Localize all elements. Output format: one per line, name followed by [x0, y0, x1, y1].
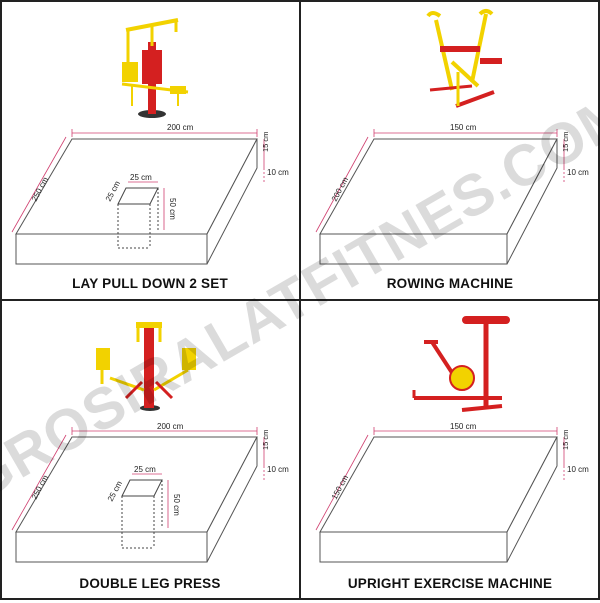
panel-title: ROWING MACHINE — [386, 276, 514, 291]
dimension-lines — [11, 129, 265, 233]
panel-2-drawing: 150 cm 200 cm 15 cm 10 cm — [315, 9, 589, 265]
panel-1-drawing: 200 cm 250 cm 15 cm 10 cm 25 cm 25 cm 50… — [11, 18, 289, 265]
dim-buried: 10 cm — [567, 168, 589, 177]
dim-height: 15 cm — [561, 132, 570, 152]
panel-title: LAY PULL DOWN 2 SET — [72, 276, 228, 291]
dim-hole-width: 25 cm — [130, 173, 152, 182]
dim-buried: 10 cm — [267, 168, 289, 177]
leg-press-machine-icon — [96, 322, 196, 411]
dim-width: 200 cm — [167, 123, 194, 132]
concrete-slab — [319, 138, 558, 265]
dim-width: 150 cm — [450, 422, 477, 431]
concrete-slab — [15, 436, 258, 563]
panel-title: UPRIGHT EXERCISE MACHINE — [347, 576, 553, 591]
dimension-lines — [315, 427, 565, 531]
panel-title: DOUBLE LEG PRESS — [79, 576, 221, 591]
dimension-lines — [315, 129, 565, 233]
panel-3-drawing: 200 cm 250 cm 15 cm 10 cm 25 cm 25 cm 50… — [11, 322, 289, 563]
foundation-hole — [117, 187, 159, 249]
dim-width: 200 cm — [157, 422, 184, 431]
dim-buried: 10 cm — [267, 465, 289, 474]
panel-double-leg-press: 200 cm 250 cm 15 cm 10 cm 25 cm 25 cm 50… — [2, 302, 298, 598]
concrete-slab — [15, 138, 258, 265]
dim-buried: 10 cm — [567, 465, 589, 474]
concrete-slab — [319, 436, 558, 563]
dimension-lines — [11, 427, 265, 531]
dim-width: 150 cm — [450, 123, 477, 132]
lat-pull-down-machine-icon — [121, 18, 189, 118]
dim-height: 15 cm — [561, 430, 570, 450]
rowing-machine-icon — [426, 9, 502, 108]
dim-hole-height: 50 cm — [172, 494, 181, 516]
dim-hole-height: 50 cm — [168, 198, 177, 220]
panel-4-drawing: 150 cm 150 cm 15 cm 10 cm — [315, 316, 589, 563]
upright-bike-icon — [412, 316, 510, 412]
foundation-hole — [121, 479, 163, 549]
dim-hole-width: 25 cm — [134, 465, 156, 474]
dim-height: 15 cm — [261, 430, 270, 450]
panel-upright-exercise-machine: 150 cm 150 cm 15 cm 10 cm UPRIGHT EXERCI… — [302, 302, 598, 598]
panel-rowing-machine: 150 cm 200 cm 15 cm 10 cm ROWING MACHINE — [302, 2, 598, 298]
panel-lay-pull-down: 200 cm 250 cm 15 cm 10 cm 25 cm 25 cm 50… — [2, 2, 298, 298]
dim-height: 15 cm — [261, 132, 270, 152]
